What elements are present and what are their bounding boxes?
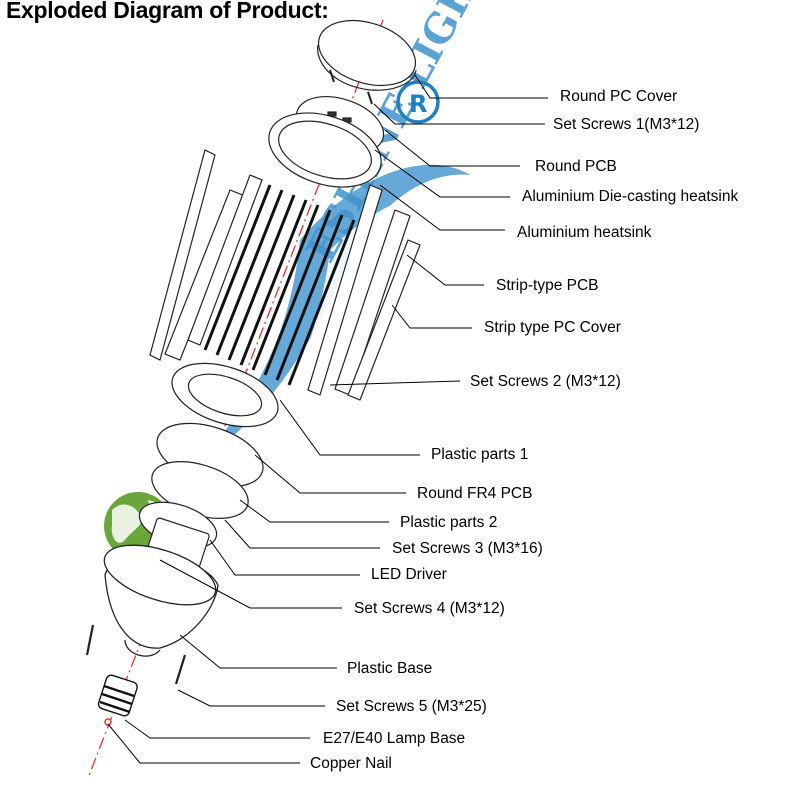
label-e27-e40-lamp-base: E27/E40 Lamp Base [323, 730, 466, 747]
label-round-fr4-pcb: Round FR4 PCB [417, 485, 533, 502]
set-screws-5-part [85, 624, 187, 685]
strip-pcb-right-part [307, 184, 421, 401]
label-led-driver: LED Driver [371, 566, 447, 583]
label-set-screws-5: Set Screws 5 (M3*25) [336, 698, 487, 715]
copper-nail-part [104, 718, 112, 726]
plastic-parts-1-part [171, 362, 279, 428]
label-round-pc-cover: Round PC Cover [560, 88, 678, 105]
set-screws-1-part [329, 69, 373, 105]
label-set-screws-4: Set Screws 4 (M3*12) [354, 600, 505, 617]
aluminium-heatsink-part [203, 184, 356, 386]
label-strip-type-pc-cover: Strip type PC Cover [484, 319, 621, 336]
registered-mark: R [396, 80, 440, 124]
label-die-casting-heatsink: Aluminium Die-casting heatsink [522, 188, 739, 205]
label-plastic-parts-1: Plastic parts 1 [431, 446, 529, 463]
label-aluminium-heatsink: Aluminium heatsink [517, 224, 652, 241]
label-set-screws-3: Set Screws 3 (M3*16) [392, 540, 543, 557]
plastic-base-part [103, 544, 219, 657]
round-pc-cover-part [317, 19, 417, 91]
strip-pcb-left-part [149, 149, 263, 361]
lamp-base-part [97, 674, 138, 717]
die-casting-heatsink-part [268, 112, 382, 188]
page-title: Exploded Diagram of Product: [6, 0, 329, 23]
label-round-pcb: Round PCB [535, 158, 617, 175]
svg-text:R: R [409, 90, 427, 118]
label-set-screws-1: Set Screws 1(M3*12) [553, 116, 700, 133]
label-plastic-parts-2: Plastic parts 2 [400, 514, 498, 531]
label-set-screws-2: Set Screws 2 (M3*12) [470, 373, 621, 390]
label-copper-nail: Copper Nail [310, 755, 392, 772]
label-strip-type-pcb: Strip-type PCB [496, 277, 599, 294]
label-plastic-base: Plastic Base [347, 660, 433, 677]
leader-lines [107, 74, 548, 764]
